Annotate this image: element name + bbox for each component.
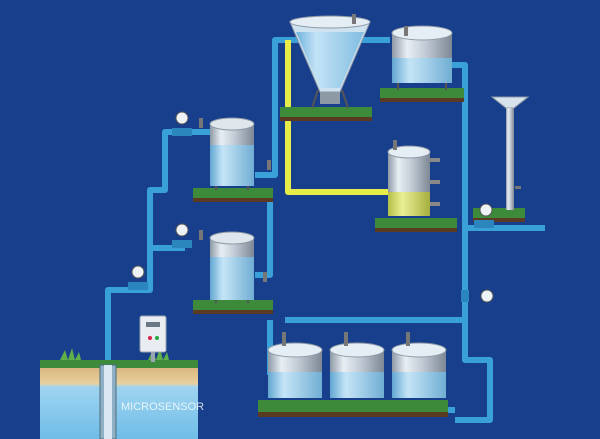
tank-bottom-3 <box>391 342 447 398</box>
tank-lower-left <box>209 231 255 303</box>
tank-bottom-1 <box>267 342 323 398</box>
flowmeter-icon <box>128 265 148 290</box>
tank-bottom-2 <box>329 342 385 398</box>
pressure-gauge-icon <box>199 14 410 346</box>
tank-cone <box>289 15 371 109</box>
watermark: MICROSENSOR <box>121 401 204 413</box>
flowmeter-icon <box>474 203 494 228</box>
pipe-yellow <box>285 40 395 195</box>
flowmeter-icon <box>172 111 192 136</box>
pipe-well-riser <box>105 245 185 380</box>
tank-upper-left <box>209 117 255 190</box>
flowmeter-icon <box>172 223 192 248</box>
pipe-lower-right <box>255 192 273 278</box>
tank-yellow-filter <box>387 145 440 216</box>
funnel-stand <box>490 96 530 210</box>
pipe-right-main <box>452 62 493 423</box>
well-ground <box>40 348 198 439</box>
tank-top-right <box>391 25 453 90</box>
platforms <box>193 88 525 417</box>
control-panel-icon <box>139 315 167 362</box>
valve-icon <box>461 289 494 303</box>
grass-tuft <box>60 348 81 360</box>
